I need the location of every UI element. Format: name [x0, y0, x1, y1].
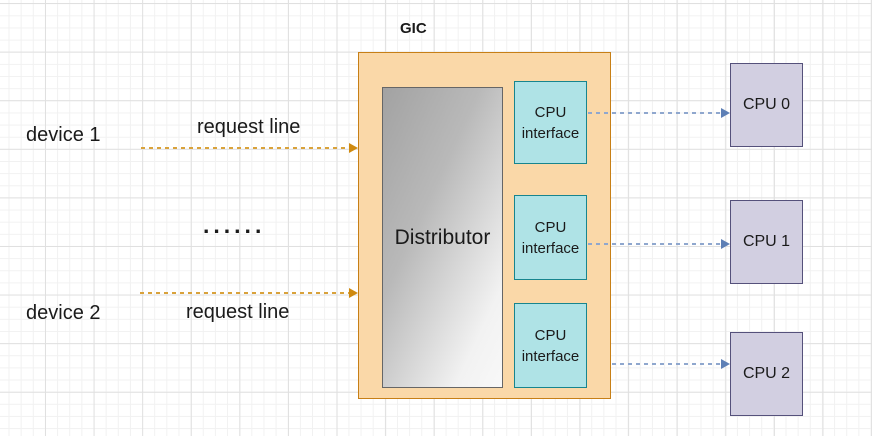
request-line-arrow-1	[140, 288, 358, 298]
interface-to-cpu-arrow-1	[588, 239, 730, 249]
request-line-arrow-0	[141, 143, 358, 153]
gic-label: GIC	[400, 20, 427, 37]
cpu-label-1: CPU 1	[742, 233, 791, 250]
cpu-interface-box-0: CPU interface	[514, 81, 587, 164]
dashed-line	[588, 243, 723, 245]
arrowhead-icon	[349, 288, 358, 298]
devices-ellipsis: ......	[203, 212, 266, 238]
request-line-label-0: request line	[197, 116, 301, 138]
dashed-line	[141, 147, 351, 149]
cpu-interface-label-2: CPU interface	[521, 326, 580, 365]
cpu-interface-box-1: CPU interface	[514, 195, 587, 280]
arrowhead-icon	[349, 143, 358, 153]
cpu-box-2: CPU 2	[730, 332, 803, 416]
device-label-1: device 2	[26, 302, 101, 324]
arrowhead-icon	[721, 239, 730, 249]
cpu-interface-label-1: CPU interface	[521, 218, 580, 257]
cpu-box-0: CPU 0	[730, 63, 803, 147]
interface-to-cpu-arrow-2	[612, 359, 730, 369]
request-line-label-1: request line	[186, 301, 290, 323]
arrowhead-icon	[721, 359, 730, 369]
cpu-label-2: CPU 2	[742, 365, 791, 382]
distributor-label: Distributor	[394, 225, 491, 249]
interface-to-cpu-arrow-0	[588, 108, 730, 118]
device-label-0: device 1	[26, 124, 101, 146]
cpu-box-1: CPU 1	[730, 200, 803, 284]
arrowhead-icon	[721, 108, 730, 118]
dashed-line	[140, 292, 351, 294]
dashed-line	[588, 112, 723, 114]
cpu-interface-box-2: CPU interface	[514, 303, 587, 388]
dashed-line	[612, 363, 723, 365]
cpu-interface-label-0: CPU interface	[521, 103, 580, 142]
cpu-label-0: CPU 0	[742, 96, 791, 113]
distributor-box: Distributor	[382, 87, 503, 388]
